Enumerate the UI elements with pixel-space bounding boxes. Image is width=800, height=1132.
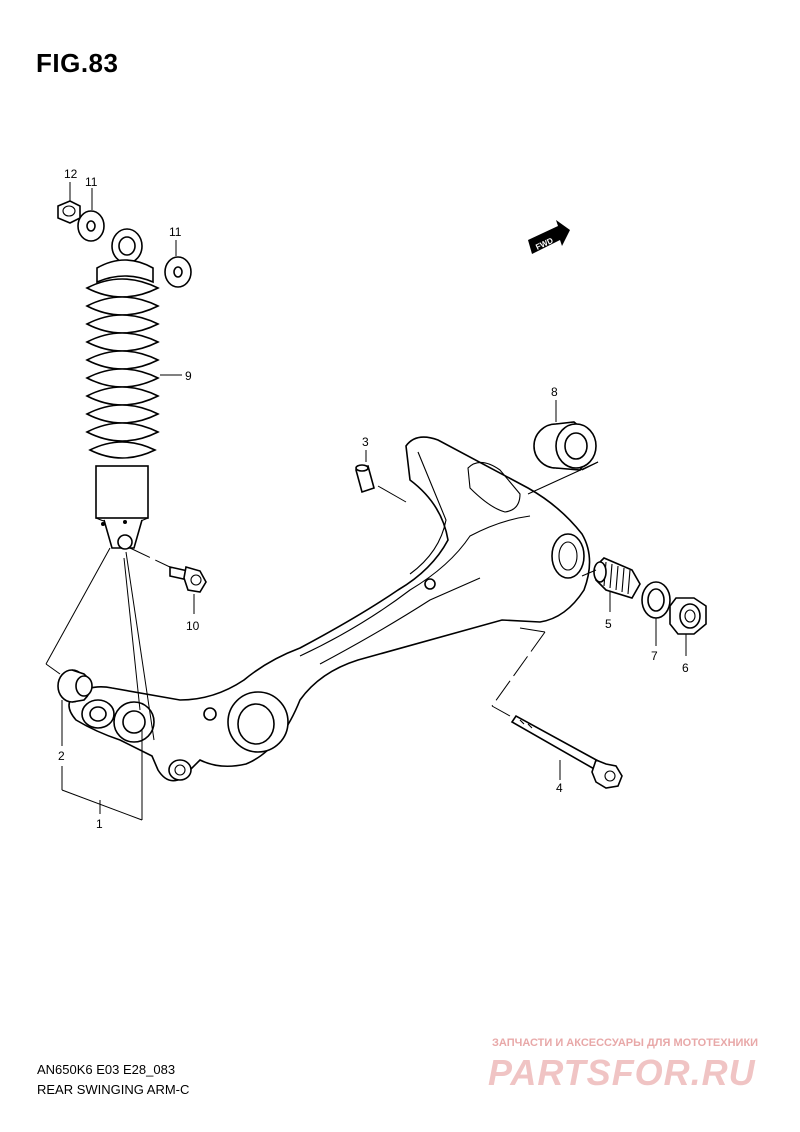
nut-6	[669, 597, 707, 635]
callout-5: 5	[605, 617, 612, 631]
washer-11-left	[77, 210, 105, 242]
bearing-8	[533, 421, 597, 471]
bushing-2	[57, 669, 93, 703]
diagram-code: AN650K6 E03 E28_083	[37, 1062, 176, 1077]
callout-8: 8	[551, 385, 558, 399]
callout-12: 12	[64, 167, 78, 181]
leader-lines	[45, 182, 687, 821]
callout-4: 4	[556, 781, 563, 795]
watermark-text: ЗАПЧАСТИ И АКСЕССУАРЫ ДЛЯ МОТОТЕХНИКИ	[492, 1037, 759, 1049]
watermark-logo: PARTSFOR.RU	[488, 1052, 756, 1093]
fwd-badge: FWD	[528, 220, 570, 254]
diagram-name: REAR SWINGING ARM-C	[37, 1082, 190, 1097]
callout-2: 2	[58, 749, 65, 763]
callout-9: 9	[185, 369, 192, 383]
washer-7	[641, 581, 671, 619]
callout-6: 6	[682, 661, 689, 675]
callout-11-right: 11	[169, 225, 182, 239]
washer-11-right	[164, 256, 192, 288]
figure-title: FIG.83	[36, 48, 119, 78]
callout-10: 10	[186, 619, 200, 633]
nut-12	[57, 200, 81, 224]
callout-1: 1	[96, 817, 103, 831]
callout-3: 3	[362, 435, 369, 449]
shock-absorber	[85, 228, 160, 550]
callout-numbers: 12 11 11 9 10 3 8 5 7 6 4 2 1	[58, 167, 689, 831]
bolt-4	[510, 714, 623, 789]
adjuster-5	[593, 557, 641, 599]
callout-11-top: 11	[85, 175, 98, 189]
bolt-10	[169, 565, 207, 593]
swinging-arm	[68, 436, 591, 782]
callout-7: 7	[651, 649, 658, 663]
collar-3	[355, 464, 375, 494]
